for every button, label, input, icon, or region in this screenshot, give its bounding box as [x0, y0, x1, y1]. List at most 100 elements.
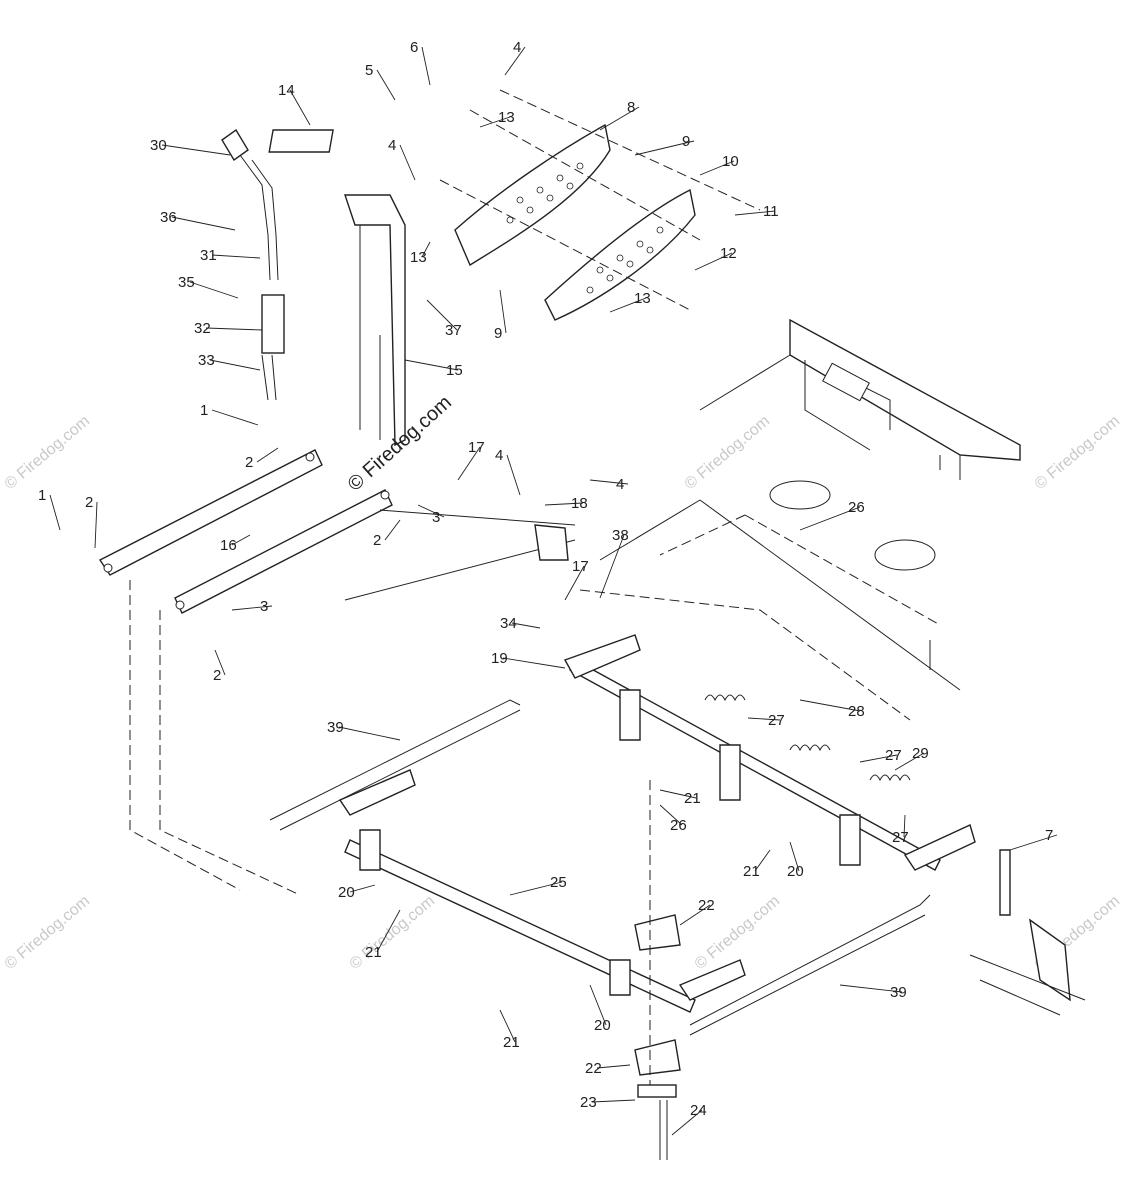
callout-leader — [502, 657, 566, 669]
callout-leader — [499, 289, 507, 334]
callout-leader — [789, 841, 800, 872]
callout-label-17: 17 — [468, 439, 485, 456]
callout-label-21: 21 — [503, 1034, 520, 1051]
callout-label-11: 11 — [763, 203, 779, 220]
callout-label-20: 20 — [338, 884, 355, 901]
callout-label-2: 2 — [213, 667, 221, 684]
callout-label-27: 27 — [885, 747, 902, 764]
callout-leader — [903, 814, 906, 838]
callout-label-21: 21 — [743, 863, 760, 880]
callout-label-36: 36 — [160, 209, 177, 226]
callout-leader — [694, 252, 733, 271]
callout-leader — [205, 327, 263, 331]
callout-label-8: 8 — [627, 99, 635, 116]
callout-label-4: 4 — [513, 39, 521, 56]
callout-leader — [504, 46, 526, 76]
callout-leader — [671, 1109, 703, 1136]
watermark-faint: © Firedog.com — [1032, 412, 1123, 493]
callout-leader — [591, 1099, 636, 1103]
springs — [704, 694, 911, 782]
callout-leader — [799, 699, 861, 712]
callout-label-37: 37 — [445, 322, 462, 339]
callout-leader — [376, 909, 401, 953]
callout-label-22: 22 — [698, 897, 715, 914]
callout-leader — [421, 241, 431, 258]
callout-label-33: 33 — [198, 352, 215, 369]
callout-label-35: 35 — [178, 274, 195, 291]
chassis-frame — [599, 318, 1021, 691]
callout-label-9: 9 — [494, 325, 502, 342]
watermark-faint: © Firedog.com — [347, 892, 438, 973]
callout-leader — [511, 622, 541, 629]
callout-label-3: 3 — [432, 509, 440, 526]
callout-label-22: 22 — [585, 1060, 602, 1077]
callout-leader — [589, 984, 607, 1026]
callout-leader — [417, 504, 445, 518]
callout-leader — [399, 144, 416, 181]
callout-leader — [49, 494, 61, 531]
callout-leader — [659, 789, 697, 799]
callout-leader — [457, 446, 481, 481]
callout-label-26: 26 — [670, 817, 687, 834]
callout-leader — [211, 409, 259, 426]
callout-leader — [544, 502, 584, 506]
chain-bracket — [969, 849, 1086, 1016]
callout-label-4: 4 — [616, 476, 624, 493]
callout-leader — [421, 46, 431, 86]
callout-leader — [211, 254, 261, 259]
callout-leader — [231, 605, 273, 611]
callout-leader — [479, 116, 511, 128]
lift-lever-assembly — [221, 128, 406, 447]
foot-plates — [439, 89, 761, 321]
callout-label-9: 9 — [682, 133, 690, 150]
callout-leader — [256, 447, 279, 463]
callout-label-28: 28 — [848, 703, 865, 720]
callout-label-13: 13 — [410, 249, 427, 266]
callout-label-30: 30 — [150, 137, 167, 154]
callout-label-4: 4 — [388, 137, 396, 154]
callout-leader — [94, 501, 98, 549]
callout-leader — [734, 210, 776, 216]
callout-label-14: 14 — [278, 82, 295, 99]
callout-leader — [747, 717, 781, 721]
callout-label-7: 7 — [1045, 827, 1053, 844]
callout-label-31: 31 — [200, 247, 217, 264]
callout-leader — [634, 140, 695, 156]
callout-leader — [189, 281, 239, 299]
front-lift-bar — [269, 699, 931, 1160]
callout-label-29: 29 — [912, 745, 929, 762]
callout-label-34: 34 — [500, 615, 517, 632]
callout-label-21: 21 — [365, 944, 382, 961]
callout-leader — [506, 454, 521, 496]
callout-leader — [509, 881, 563, 896]
callout-label-24: 24 — [690, 1102, 707, 1119]
callout-label-20: 20 — [594, 1017, 611, 1034]
callout-label-20: 20 — [787, 863, 804, 880]
callout-label-17: 17 — [572, 558, 589, 575]
callout-label-4: 4 — [495, 447, 503, 464]
callout-leader — [839, 984, 903, 993]
callout-leader — [349, 884, 376, 893]
watermark-faint: © Firedog.com — [2, 412, 93, 493]
callout-leader — [609, 297, 647, 313]
callout-label-23: 23 — [580, 1094, 597, 1111]
callout-label-3: 3 — [260, 598, 268, 615]
lift-links — [98, 449, 576, 614]
callout-leader — [338, 726, 401, 741]
callout-leader — [679, 904, 711, 926]
callout-label-27: 27 — [768, 712, 785, 729]
callout-leader — [754, 849, 771, 872]
callout-label-19: 19 — [491, 650, 508, 667]
callout-label-5: 5 — [365, 62, 373, 79]
callout-leader — [171, 216, 236, 231]
callout-leader — [859, 754, 898, 763]
callout-label-1: 1 — [200, 402, 208, 419]
callout-leader — [596, 1064, 631, 1069]
callout-leader — [404, 359, 459, 371]
callout-leader — [231, 534, 251, 546]
callout-leader — [384, 519, 401, 541]
callout-leader — [289, 89, 311, 126]
dashed-leaders — [129, 580, 911, 1085]
